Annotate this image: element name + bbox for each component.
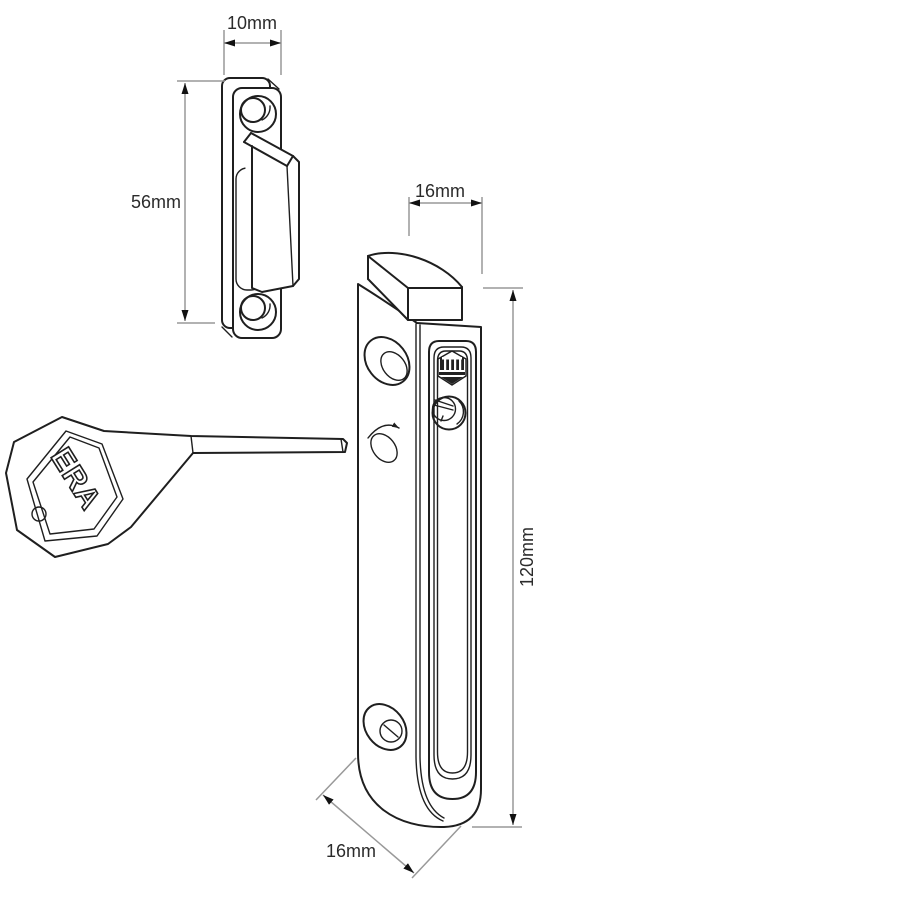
keep-screw-hole-top xyxy=(239,95,277,133)
key-silhouette xyxy=(5,416,348,558)
dim-label-bolt-length: 120mm xyxy=(517,527,537,587)
dimension-keep-width: 10mm xyxy=(223,13,282,75)
key-head-face xyxy=(26,430,124,542)
hexagon-house-logo-icon xyxy=(437,350,467,386)
side-screw-hole-bottom xyxy=(362,703,408,751)
keep-screw-top xyxy=(240,97,266,123)
dimension-bolt-top-width: 16mm xyxy=(408,181,483,274)
dim-label-keep-width: 10mm xyxy=(227,13,277,33)
keyhole xyxy=(431,395,467,431)
dim-label-bolt-top-width: 16mm xyxy=(415,181,465,201)
faceplate-groove xyxy=(433,346,472,780)
keep-screw-bottom xyxy=(240,295,266,321)
keep-wedge xyxy=(244,133,299,292)
keep-screw-hole-bottom xyxy=(239,293,277,331)
dimension-bolt-bottom-width: 16mm xyxy=(315,757,462,879)
bolt-block xyxy=(367,251,463,321)
key-pin-hole xyxy=(31,506,47,522)
security-key: ERA xyxy=(5,416,348,558)
dimension-keep-height: 56mm xyxy=(131,80,225,324)
dim-label-bolt-bottom-width: 16mm xyxy=(326,841,376,861)
keep-plate xyxy=(221,77,300,339)
bolt-unit xyxy=(357,251,482,829)
bolt-faceplate xyxy=(428,340,477,800)
key-shaft-tip xyxy=(340,438,344,453)
dim-label-keep-height: 56mm xyxy=(131,192,181,212)
side-screw-hole-top xyxy=(363,336,411,386)
key-turn-indicator xyxy=(367,422,400,464)
dimension-bolt-length: 120mm xyxy=(472,287,537,828)
